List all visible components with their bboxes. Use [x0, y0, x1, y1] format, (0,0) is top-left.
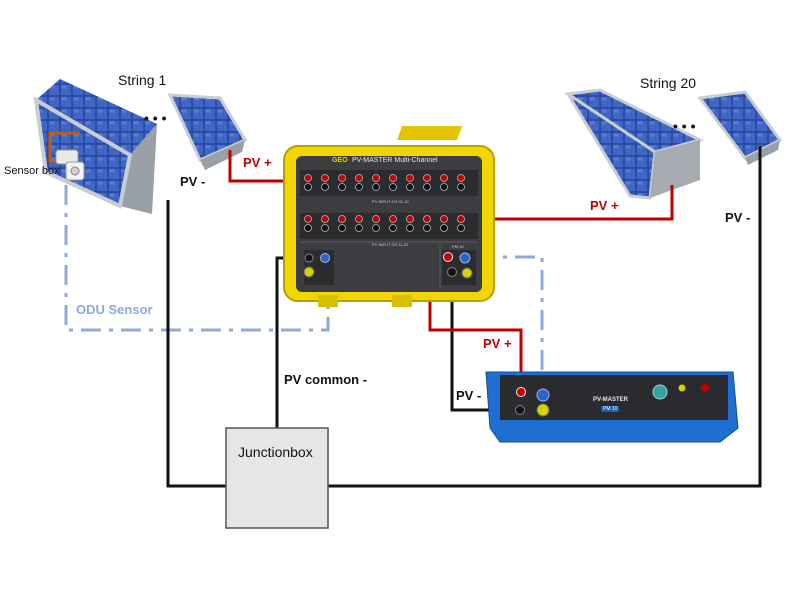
pv-master-model: PM 10 — [601, 406, 620, 412]
pv-minus-label-output: PV - — [456, 388, 482, 403]
channel-jacks-row-1 — [304, 174, 465, 191]
negative-jack — [389, 183, 397, 191]
negative-jack — [338, 183, 346, 191]
positive-jack — [389, 174, 397, 182]
string-20-ellipsis: • • • — [673, 118, 696, 134]
positive-jack — [440, 174, 448, 182]
sensor-box-label: Sensor box — [4, 165, 60, 177]
positive-jack — [423, 215, 431, 223]
string-1-panel-large — [33, 79, 157, 214]
output-label: PM 10 — [452, 244, 464, 249]
positive-jack — [304, 174, 312, 182]
pv-plus-label-string-1: PV + — [243, 155, 272, 170]
junctionbox — [225, 427, 329, 529]
positive-jack — [457, 215, 465, 223]
positive-jack — [406, 215, 414, 223]
odu-sensor-label: ODU Sensor — [76, 302, 153, 317]
negative-jack — [304, 224, 312, 232]
negative-jack — [372, 224, 380, 232]
negative-jack — [423, 224, 431, 232]
row-2-channel-label: PV INPUT CH 11-20 — [372, 242, 409, 247]
negative-jack — [389, 224, 397, 232]
negative-jack — [304, 183, 312, 191]
negative-jack — [406, 183, 414, 191]
negative-jack — [355, 183, 363, 191]
string-20-panel-small — [697, 90, 783, 165]
pv-plus-label-string-20: PV + — [590, 198, 619, 213]
negative-jack — [440, 183, 448, 191]
positive-jack — [423, 174, 431, 182]
pv-common-label: PV common - — [284, 372, 368, 387]
sensor-box — [48, 131, 85, 181]
positive-jack — [338, 174, 346, 182]
positive-jack — [355, 215, 363, 223]
positive-jack — [440, 215, 448, 223]
row-1-channel-label: PV INPUT CH 01-10 — [372, 199, 409, 204]
junctionbox-label: Junctionbox — [238, 444, 313, 460]
device-logo: GEO — [332, 157, 348, 164]
string-20-panel-large — [563, 88, 705, 200]
channel-jacks-row-2 — [304, 215, 465, 232]
negative-jack — [321, 183, 329, 191]
sensor-common-jacks — [303, 253, 330, 278]
pv-minus-label-string-20: PV - — [725, 210, 751, 225]
negative-jack — [338, 224, 346, 232]
string-1-ellipsis: • • • — [144, 110, 167, 126]
positive-jack — [457, 174, 465, 182]
positive-jack — [321, 215, 329, 223]
negative-jack — [321, 224, 329, 232]
pv-plus-label-output: PV + — [483, 336, 512, 351]
output-jacks — [443, 252, 473, 279]
pv-minus-label-string-1: PV - — [180, 174, 206, 189]
string-20-label: String 20 — [640, 75, 697, 91]
string-1-panel-small — [167, 93, 248, 170]
negative-jack — [355, 224, 363, 232]
positive-jack — [321, 174, 329, 182]
positive-jack — [406, 174, 414, 182]
positive-jack — [372, 215, 380, 223]
pv-master-title: PV-MASTER — [593, 397, 629, 403]
negative-jack — [440, 224, 448, 232]
negative-jack — [457, 224, 465, 232]
negative-jack — [457, 183, 465, 191]
string-1-label: String 1 — [118, 72, 167, 88]
positive-jack — [389, 215, 397, 223]
negative-jack — [372, 183, 380, 191]
positive-jack — [372, 174, 380, 182]
positive-jack — [338, 215, 346, 223]
positive-jack — [355, 174, 363, 182]
multichannel-device-title: PV-MASTER Multi-Channel — [352, 157, 438, 164]
positive-jack — [304, 215, 312, 223]
negative-jack — [423, 183, 431, 191]
negative-jack — [406, 224, 414, 232]
